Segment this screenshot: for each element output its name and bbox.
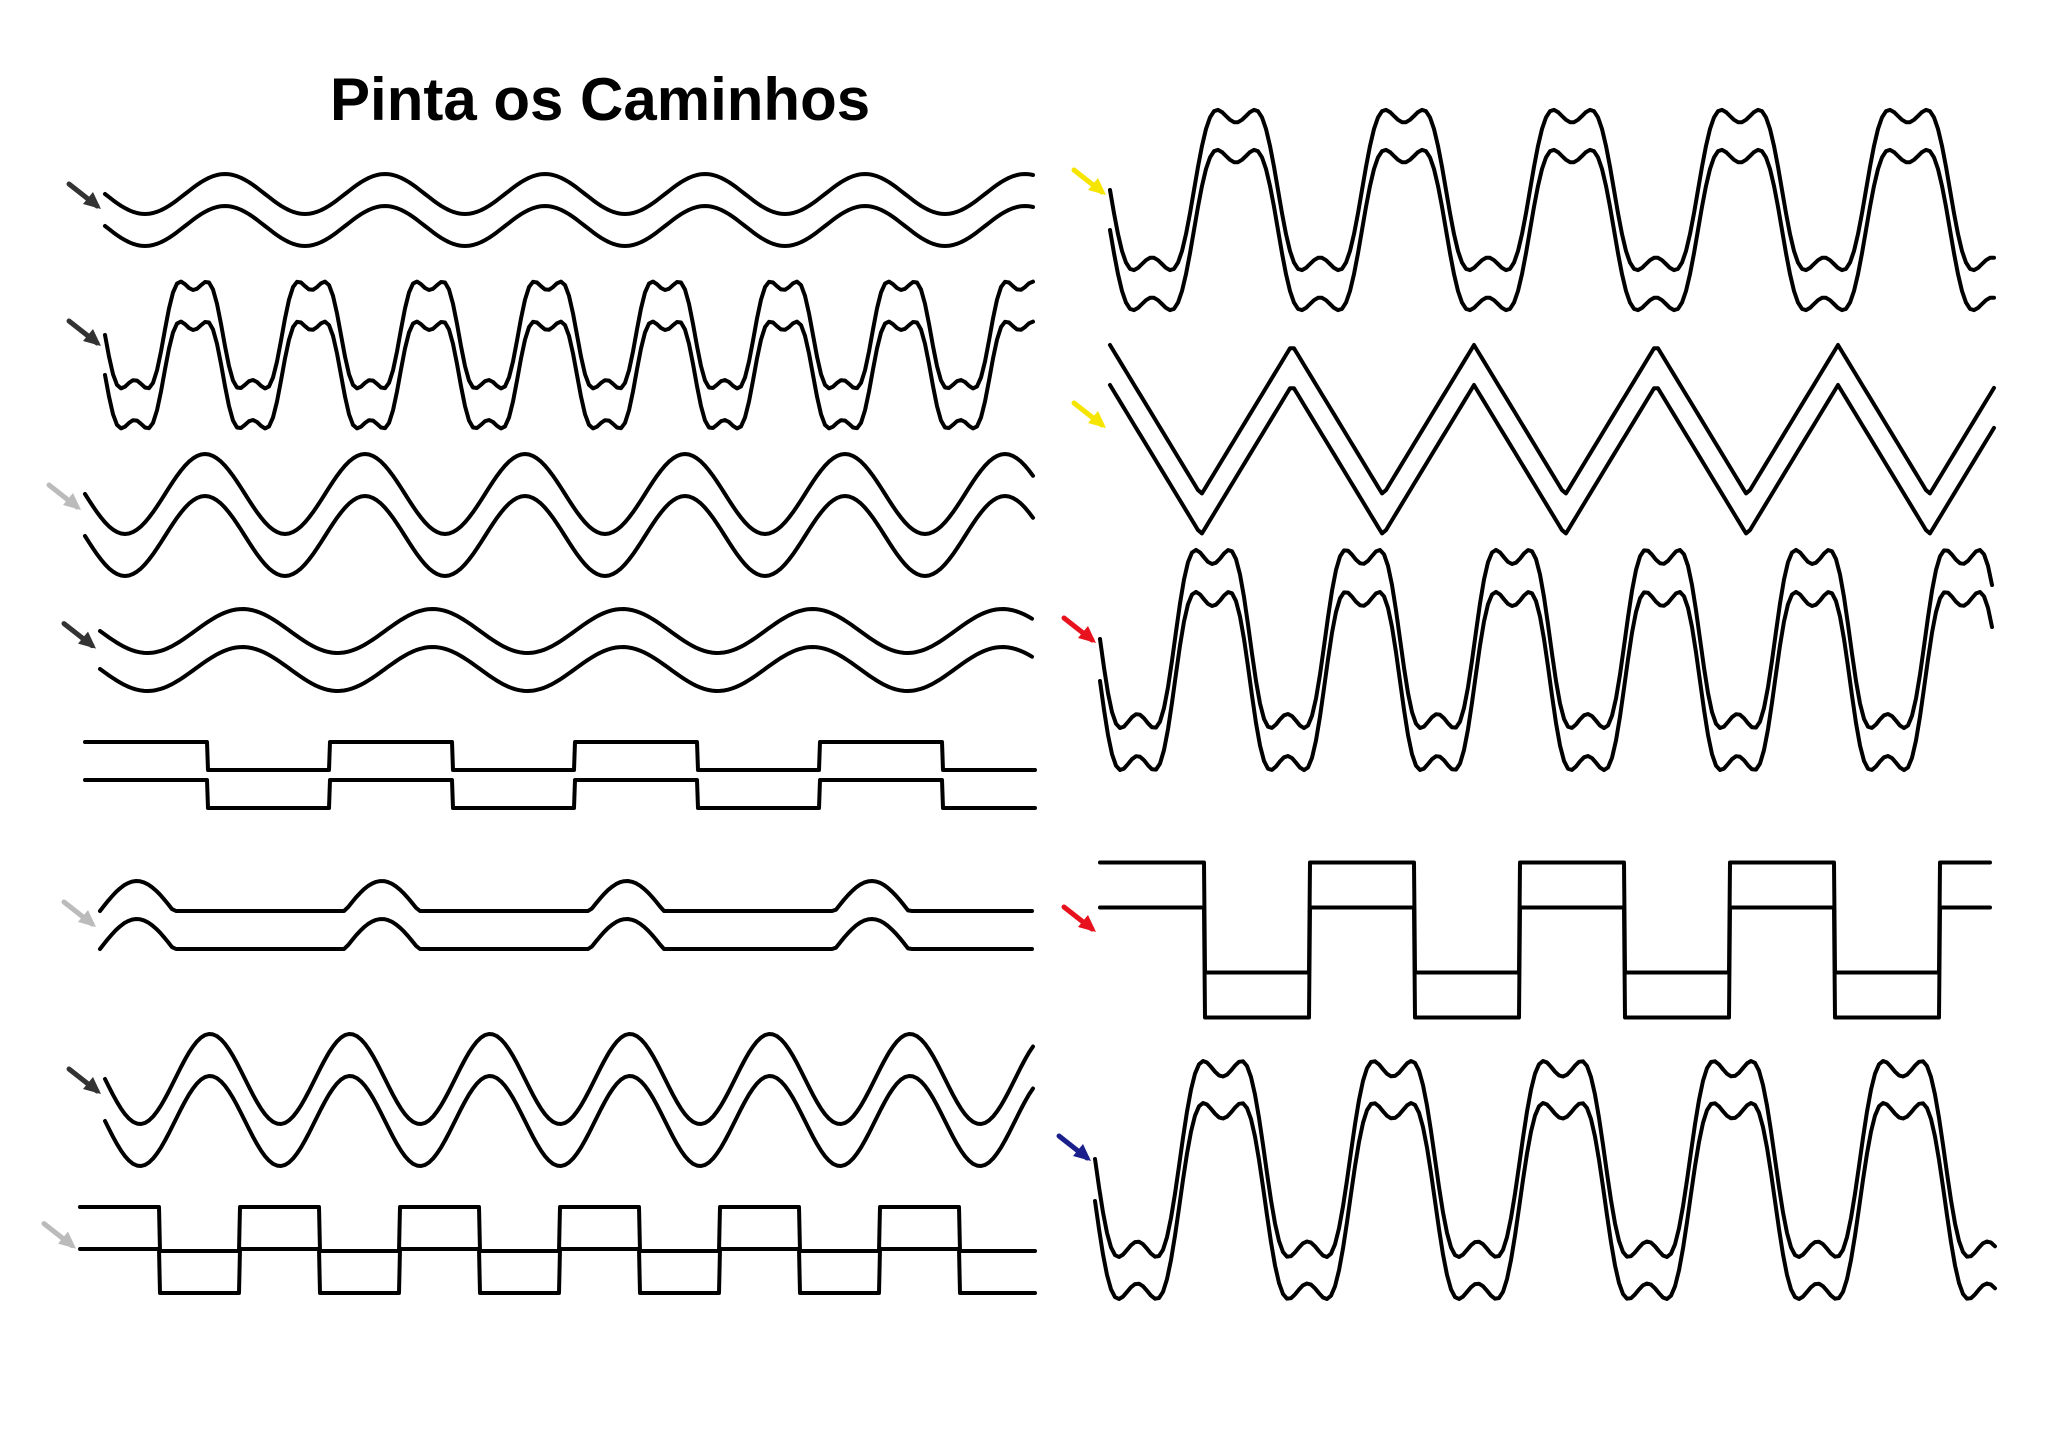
- left-path-8-upper-edge: [78, 1205, 1037, 1253]
- left-path-3-upper-edge: [83, 452, 1035, 536]
- right-path-5-upper-edge: [1093, 1059, 1997, 1259]
- right-path-1-lower-edge: [1108, 147, 1996, 313]
- right-path-5-lower-edge: [1093, 1101, 1997, 1301]
- left-path-1-lower-edge: [103, 204, 1035, 248]
- left-path-1-upper-edge: [103, 172, 1035, 216]
- left-path-4-lower-edge: [98, 645, 1034, 693]
- left-path-5-upper-edge: [83, 740, 1037, 772]
- left-path-1-start-arrow-icon: [66, 181, 101, 209]
- page-title: Pinta os Caminhos: [330, 66, 871, 133]
- right-path-4: [1098, 860, 1992, 1020]
- left-path-5: [83, 740, 1037, 810]
- left-path-4: [98, 607, 1034, 693]
- left-path-7-lower-edge: [103, 1074, 1035, 1168]
- right-path-1-start-arrow-icon: [1071, 167, 1106, 195]
- right-path-5-start-arrow-icon: [1056, 1133, 1091, 1161]
- left-path-7: [103, 1032, 1035, 1168]
- right-path-4-lower-edge: [1098, 905, 1992, 1020]
- right-path-1-upper-edge: [1108, 107, 1996, 273]
- left-path-8-lower-edge: [78, 1247, 1037, 1295]
- right-path-4-start-arrow-icon: [1061, 904, 1096, 932]
- left-path-2: [103, 279, 1035, 431]
- left-path-6-upper-edge: [98, 879, 1034, 913]
- left-path-3-lower-edge: [83, 494, 1035, 578]
- right-path-2: [1108, 343, 1996, 536]
- right-path-3-lower-edge: [1098, 589, 1994, 773]
- left-path-3: [83, 452, 1035, 578]
- left-path-2-start-arrow-icon: [66, 318, 101, 346]
- left-path-2-lower-edge: [103, 319, 1035, 431]
- left-path-6-start-arrow-icon: [61, 899, 96, 927]
- right-path-5: [1093, 1059, 1997, 1301]
- right-path-4-upper-edge: [1098, 860, 1992, 975]
- left-path-3-start-arrow-icon: [46, 482, 81, 510]
- left-path-7-upper-edge: [103, 1032, 1035, 1126]
- left-path-5-lower-edge: [83, 778, 1037, 810]
- right-path-2-lower-edge: [1108, 383, 1996, 536]
- left-path-4-start-arrow-icon: [61, 621, 96, 649]
- left-path-1: [103, 172, 1035, 248]
- right-path-3-upper-edge: [1098, 547, 1994, 731]
- left-path-4-upper-edge: [98, 607, 1034, 655]
- left-path-8-start-arrow-icon: [41, 1221, 76, 1249]
- left-path-8: [78, 1205, 1037, 1295]
- right-path-3: [1098, 547, 1994, 773]
- right-path-1: [1108, 107, 1996, 313]
- left-path-6-lower-edge: [98, 917, 1034, 951]
- left-path-7-start-arrow-icon: [66, 1066, 101, 1094]
- left-path-6: [98, 879, 1034, 951]
- left-path-2-upper-edge: [103, 279, 1035, 391]
- right-path-3-start-arrow-icon: [1061, 615, 1096, 643]
- right-path-2-upper-edge: [1108, 343, 1996, 496]
- right-path-2-start-arrow-icon: [1071, 400, 1106, 428]
